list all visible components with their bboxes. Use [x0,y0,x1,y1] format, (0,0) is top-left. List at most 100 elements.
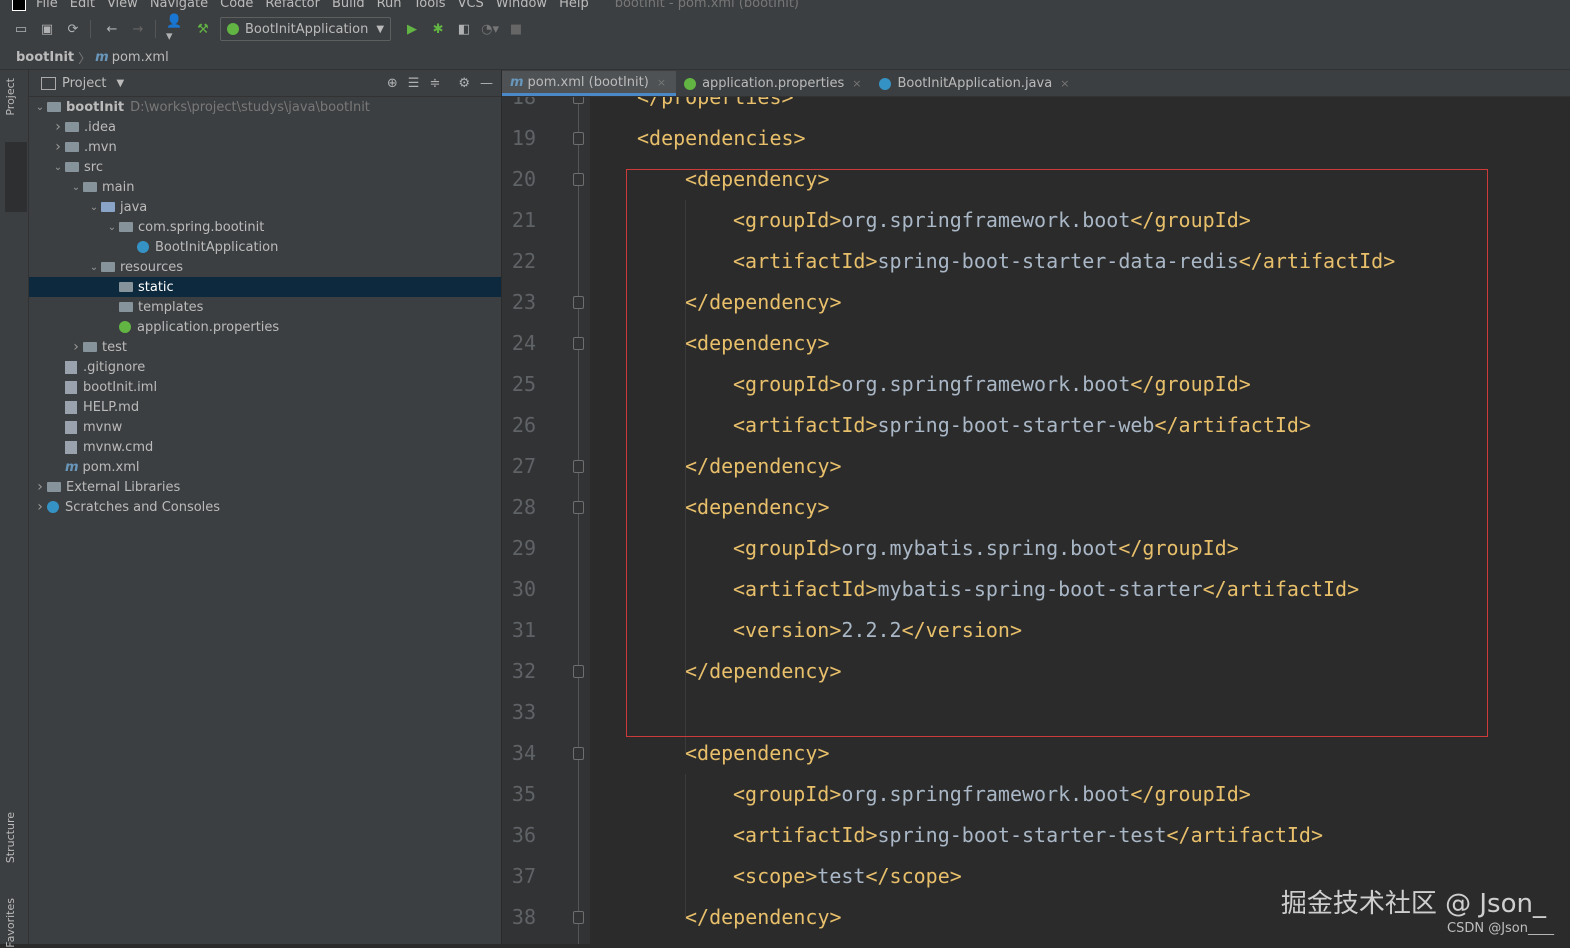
back-icon[interactable]: ← [106,21,118,37]
tree-item[interactable]: mvnw.cmd [29,437,501,457]
collapse-all-icon[interactable]: ≑ [429,75,441,91]
menu-item-window[interactable]: Window [495,0,548,11]
chevron-down-icon[interactable]: ⌄ [107,221,117,233]
menu-item-run[interactable]: Run [376,0,402,11]
tree-item[interactable]: ⌄main [29,177,501,197]
watermark-sub: CSDN @Json____ [1447,921,1554,936]
code-line: 34<dependency> [502,733,1570,774]
fold-marker-icon[interactable] [573,747,584,760]
menu-item-edit[interactable]: Edit [69,0,95,11]
scratches-icon [47,501,59,513]
tree-item[interactable]: BootInitApplication [29,237,501,257]
menu-item-refactor[interactable]: Refactor [265,0,320,11]
code-view[interactable]: 18</properties>19<dependencies>20<depend… [502,97,1570,944]
tree-item-label: application.properties [137,319,280,335]
fold-marker-icon[interactable] [573,501,584,514]
code-text: <artifactId>spring-boot-starter-data-red… [733,241,1395,282]
build-hammer-icon[interactable]: ⚒ [197,21,209,37]
tree-item-path: D:\works\project\studys\java\bootInit [130,99,370,115]
user-icon[interactable]: 👤▾ [166,14,183,44]
fold-marker-icon[interactable] [573,665,584,678]
menu-item-tools[interactable]: Tools [413,0,446,11]
tree-item[interactable]: application.properties [29,317,501,337]
menu-item-vcs[interactable]: VCS [457,0,484,11]
tree-item[interactable]: ›Scratches and Consoles [29,497,501,517]
close-icon[interactable]: × [1060,77,1070,90]
run-icon[interactable]: ▶ [407,21,418,37]
menu-item-file[interactable]: File [36,0,58,11]
project-tool-tab[interactable]: Project [4,78,17,116]
tree-item[interactable]: .gitignore [29,357,501,377]
tree-item-label: bootInit.iml [83,379,158,395]
tree-item[interactable]: ⌄resources [29,257,501,277]
save-icon[interactable]: ▣ [40,21,54,37]
structure-tool-tab[interactable]: Structure [4,812,17,864]
project-view-selector[interactable]: Project [62,75,107,91]
favorites-tool-tab[interactable]: Favorites [4,898,17,948]
fold-marker-icon[interactable] [573,296,584,309]
stop-icon[interactable]: ■ [509,21,523,37]
tree-item[interactable]: ⌄com.spring.bootinit [29,217,501,237]
breadcrumb-project[interactable]: bootInit [16,50,75,65]
menu-item-navigate[interactable]: Navigate [149,0,209,11]
menu-item-view[interactable]: View [106,0,138,11]
menu-item-build[interactable]: Build [331,0,365,11]
fold-marker-icon[interactable] [573,97,584,104]
editor-tab[interactable]: application.properties× [676,71,871,96]
tree-item[interactable]: HELP.md [29,397,501,417]
package-icon [119,222,133,232]
expand-all-icon[interactable]: ☰ [407,75,420,91]
tree-item-label: .mvn [84,139,117,155]
debug-icon[interactable]: ✱ [432,21,444,37]
tree-item[interactable]: ⌄java [29,197,501,217]
close-icon[interactable]: × [656,75,667,89]
tree-item[interactable]: ›External Libraries [29,477,501,497]
tree-item-label: mvnw [83,419,123,435]
fold-marker-icon[interactable] [573,173,584,186]
fold-marker-icon[interactable] [573,460,584,473]
tree-item[interactable]: ›.idea [29,117,501,137]
xml-close-tag: </artifactId> [1166,823,1324,847]
fold-marker-icon[interactable] [573,911,584,924]
fold-marker-icon[interactable] [573,337,584,350]
menu-item-code[interactable]: Code [220,0,254,11]
coverage-icon[interactable]: ◧ [457,21,471,37]
close-icon[interactable]: × [852,77,862,90]
chevron-down-icon[interactable]: ⌄ [35,101,45,113]
chevron-right-icon[interactable]: › [37,479,43,495]
forward-icon[interactable]: → [132,21,144,37]
locate-icon[interactable]: ⊕ [386,75,398,91]
tree-item[interactable]: ›test [29,337,501,357]
chevron-down-icon[interactable]: ⌄ [53,161,63,173]
profile-icon[interactable]: ◔▾ [481,21,499,37]
run-configuration-select[interactable]: BootInitApplication ▼ [220,17,392,41]
chevron-right-icon[interactable]: › [55,139,61,155]
chevron-down-icon[interactable]: ⌄ [89,261,99,273]
line-number: 34 [511,741,536,765]
tree-item[interactable]: bootInit.iml [29,377,501,397]
menu-item-help[interactable]: Help [559,0,589,11]
chevron-down-icon[interactable]: ⌄ [71,181,81,193]
code-line: 26<artifactId>spring-boot-starter-web</a… [502,405,1570,446]
tree-item[interactable]: ⌄src [29,157,501,177]
open-icon[interactable]: ▭ [14,21,28,37]
gear-icon[interactable]: ⚙ [458,75,470,91]
chevron-down-icon[interactable]: ⌄ [89,201,99,213]
chevron-down-icon[interactable]: ▼ [116,77,125,89]
sync-icon[interactable]: ⟳ [67,21,79,37]
tree-item[interactable]: templates [29,297,501,317]
breadcrumb-file[interactable]: pom.xml [111,50,169,65]
chevron-right-icon[interactable]: › [73,339,79,355]
fold-marker-icon[interactable] [573,132,584,145]
chevron-right-icon[interactable]: › [55,119,61,135]
hide-icon[interactable]: — [480,75,493,91]
tree-item[interactable]: static [29,277,501,297]
tree-item[interactable]: mvnw [29,417,501,437]
xml-value: org.mybatis.spring.boot [841,536,1119,560]
chevron-right-icon[interactable]: › [37,499,43,515]
tree-item[interactable]: › .mvn [29,137,501,157]
editor-tab[interactable]: BootInitApplication.java× [871,71,1079,96]
